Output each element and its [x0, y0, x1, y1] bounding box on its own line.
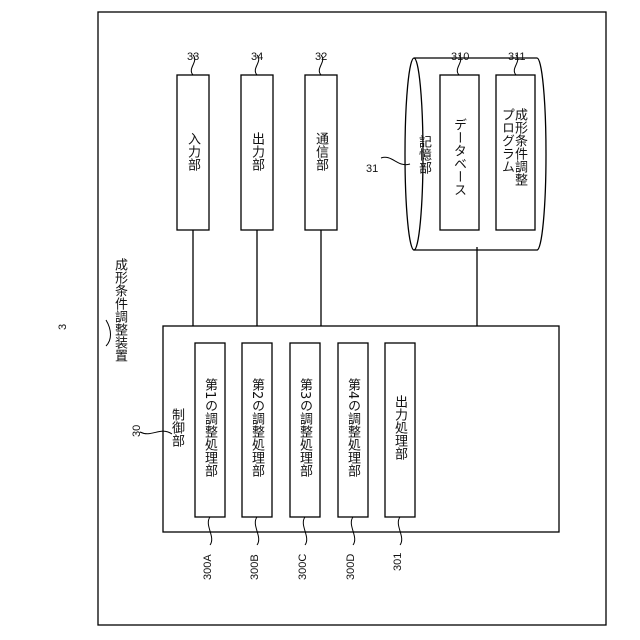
device-label: 成形条件調整装置	[113, 258, 126, 362]
io-label-34: 出力部	[250, 132, 263, 171]
unit-label-300C: 第3の調整処理部	[298, 378, 311, 477]
storage-ref-310: 310	[451, 52, 469, 63]
io-label-32: 通信部	[314, 132, 327, 171]
io-ref-32: 32	[315, 52, 327, 63]
storage-item-310: データベース	[452, 118, 465, 196]
storage-label: 記憶部	[417, 135, 430, 174]
leader-300D	[351, 517, 354, 545]
control-block	[163, 326, 559, 532]
leader-300B	[255, 517, 258, 545]
leader-300C	[303, 517, 306, 545]
unit-label-300D: 第4の調整処理部	[346, 378, 359, 477]
unit-ref-300B: 300B	[250, 554, 261, 580]
storage-ref-311: 311	[508, 52, 526, 63]
io-ref-34: 34	[251, 52, 263, 63]
leader-3	[106, 320, 111, 346]
leader-300A	[208, 517, 211, 545]
device-frame	[98, 12, 606, 625]
unit-label-300B: 第2の調整処理部	[250, 378, 263, 477]
leader-30	[140, 431, 172, 434]
unit-label-301: 出力処理部	[393, 395, 406, 460]
storage-ref: 31	[366, 164, 378, 175]
leader-301	[398, 517, 401, 545]
unit-ref-300A: 300A	[203, 554, 214, 580]
unit-ref-300D: 300D	[346, 554, 357, 580]
storage-item-311: 成形条件調整 プログラム	[500, 108, 526, 186]
unit-label-300A: 第1の調整処理部	[203, 378, 216, 477]
control-label: 制御部	[170, 408, 183, 447]
unit-ref-301: 301	[393, 553, 404, 571]
device-ref: 3	[58, 324, 69, 330]
control-ref: 30	[132, 425, 143, 437]
io-ref-33: 33	[187, 52, 199, 63]
unit-ref-300C: 300C	[298, 554, 309, 580]
io-label-33: 入力部	[186, 132, 199, 171]
